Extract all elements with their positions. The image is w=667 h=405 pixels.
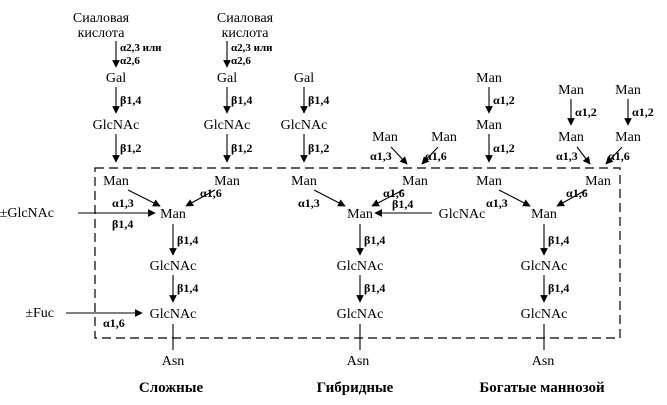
edge-hm-man-a13	[498, 189, 531, 207]
hm-man-a2: Man	[476, 118, 502, 133]
edge-hm-man-a16	[556, 189, 587, 207]
hybrid-glcnac-core-1: GlcNAc	[337, 259, 384, 274]
complex-man-core: Man	[160, 207, 186, 222]
link-hy-b14: β1,4	[308, 93, 329, 107]
hybrid-glcnac-bisect: GlcNAc	[439, 207, 486, 222]
hybrid-gal: Gal	[294, 71, 314, 86]
complex-glcnac-1: GlcNAc	[93, 118, 140, 133]
edge-man-a13	[127, 189, 161, 207]
edge-man-a16	[185, 189, 216, 207]
link-hy-a13-top: α1,3	[370, 149, 392, 163]
link-hm-a16: α1,6	[566, 186, 588, 200]
hybrid-man-left: Man	[291, 174, 317, 189]
caption-complex: Сложные	[139, 380, 204, 396]
complex-man-right: Man	[214, 174, 240, 189]
link-a23-1: α2,3 или	[120, 42, 162, 54]
link-b14-c1: β1,4	[177, 233, 198, 247]
complex-asn: Asn	[162, 354, 185, 369]
complex-fuc-optional: ±Fuc	[25, 306, 54, 321]
link-hm-a16-top: α1,6	[608, 149, 630, 163]
link-hy-a16-top: α1,6	[425, 149, 447, 163]
link-hm-a12-4: α1,2	[632, 105, 654, 119]
complex-glcnac-core-1: GlcNAc	[150, 259, 197, 274]
edge-hy-man-a16-top	[421, 146, 439, 165]
link-hy-b12: β1,2	[308, 141, 329, 155]
hm-asn: Asn	[532, 354, 555, 369]
link-b14-1: β1,4	[120, 93, 141, 107]
hm-man-left: Man	[476, 174, 502, 189]
link-hy-a13: α1,3	[298, 196, 320, 210]
hm-man-c2: Man	[615, 130, 641, 145]
complex-glcnac-optional: ±GlcNAc	[0, 206, 54, 221]
link-hm-b14-c1: β1,4	[548, 233, 569, 247]
complex-gal-1: Gal	[106, 71, 126, 86]
hybrid-asn: Asn	[347, 354, 370, 369]
complex-glcnac-core-2: GlcNAc	[150, 307, 197, 322]
link-b14-bisect: β1,4	[112, 217, 133, 231]
complex-sialic-2-line1: Сиаловая	[217, 11, 274, 26]
hybrid-glcnac-core-2: GlcNAc	[337, 307, 384, 322]
hm-man-c1: Man	[615, 83, 641, 98]
hm-man-b1: Man	[558, 83, 584, 98]
hybrid-glcnac-antenna: GlcNAc	[281, 118, 328, 133]
link-hy-a16: α1,6	[383, 186, 405, 200]
complex-man-left: Man	[103, 174, 129, 189]
hm-glcnac-core-1: GlcNAc	[521, 259, 568, 274]
link-a16-fuc: α1,6	[103, 316, 125, 330]
core-region-frame	[94, 167, 621, 339]
caption-high-mannose: Богатые маннозой	[479, 380, 605, 396]
edge-hm-c2-a16	[605, 146, 623, 165]
link-a23-2: α2,3 или	[231, 42, 273, 54]
hm-man-right: Man	[585, 174, 611, 189]
link-b14-2: β1,4	[231, 93, 252, 107]
link-b14-c2: β1,4	[177, 281, 198, 295]
link-hm-a12-3: α1,2	[575, 105, 597, 119]
complex-sialic-1-line2: кислота	[78, 26, 126, 41]
hybrid-man-right: Man	[402, 174, 428, 189]
edge-hy-man-a16	[371, 189, 404, 207]
link-hy-b14-c2: β1,4	[364, 281, 385, 295]
link-hm-a13-top: α1,3	[556, 149, 578, 163]
link-a16-c: α1,6	[200, 186, 222, 200]
link-hy-b14-c1: β1,4	[364, 233, 385, 247]
link-a13-c: α1,3	[112, 196, 134, 210]
complex-glcnac-2: GlcNAc	[204, 118, 251, 133]
caption-hybrid: Гибридные	[317, 380, 394, 396]
complex-sialic-1-line1: Сиаловая	[73, 11, 130, 26]
hm-man-b2: Man	[558, 130, 584, 145]
link-hm-a13: α1,3	[486, 196, 508, 210]
complex-gal-2: Gal	[217, 71, 237, 86]
edge-hy-man-a13-top	[390, 146, 408, 165]
hybrid-man-top-right: Man	[431, 130, 457, 145]
link-hy-b14-bisect: β1,4	[392, 197, 413, 211]
hm-glcnac-core-2: GlcNAc	[521, 307, 568, 322]
link-a26-1: α2,6	[120, 55, 140, 67]
edge-hy-man-a13	[313, 189, 346, 207]
link-hm-a12-1: α1,2	[493, 93, 515, 107]
hm-man-core: Man	[531, 207, 557, 222]
hm-man-a1: Man	[476, 71, 502, 86]
hybrid-man-core: Man	[347, 207, 373, 222]
edge-hm-b2-a13	[576, 146, 591, 165]
link-hm-a12-2: α1,2	[493, 141, 515, 155]
link-b12-2: β1,2	[231, 141, 252, 155]
link-b12-1: β1,2	[120, 141, 141, 155]
hybrid-man-top-left: Man	[372, 130, 398, 145]
link-a26-2: α2,6	[231, 55, 251, 67]
complex-sialic-2-line2: кислота	[222, 26, 270, 41]
link-hm-b14-c2: β1,4	[548, 281, 569, 295]
